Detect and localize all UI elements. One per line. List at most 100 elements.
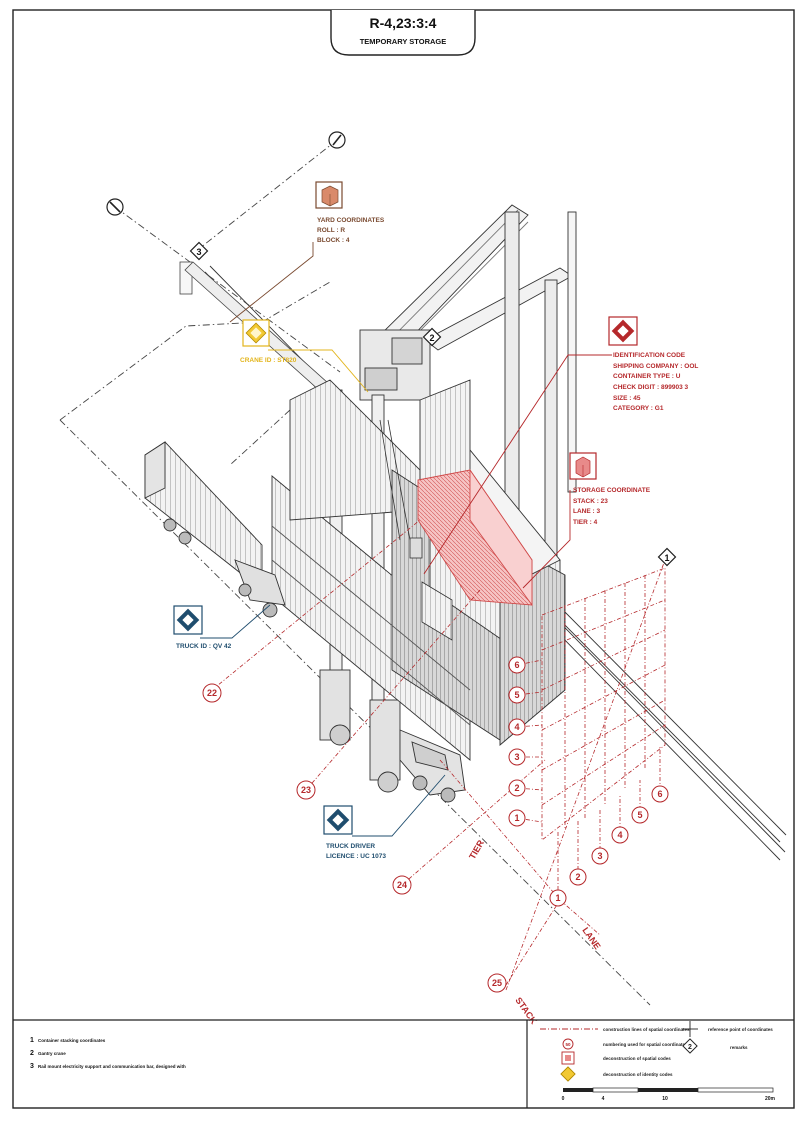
stack-number: 24 [392,875,412,895]
legend-item-number: 2 [30,1050,34,1057]
legend-identity: deconstruction of identity codes [603,1072,673,1077]
svg-text:3: 3 [597,851,602,861]
reference-marker-2: 2 [422,327,442,347]
svg-text:5: 5 [637,810,642,820]
legend-item-text: Container stacking coordinates [38,1038,106,1043]
driver-callout: TRUCK DRIVER LICENCE : UC 1073 [323,805,386,860]
legend-badge-num: 50 [565,1042,571,1047]
yard-title: YARD COORDINATES [317,217,385,224]
tier-number: 5 [508,686,526,704]
reference-marker-3: 3 [189,241,209,261]
svg-text:3: 3 [514,752,519,762]
driver-licence: LICENCE : UC 1073 [326,853,386,860]
title-block: R-4,23:3:4 TEMPORARY STORAGE [330,10,476,56]
tier-number: 6 [508,656,526,674]
svg-text:4: 4 [514,722,519,732]
scale-tick-label: 10 [662,1096,668,1102]
stack-number: 25 [487,973,507,993]
legend-remarks: remarks [730,1045,748,1050]
legend-right: construction lines of spatial coordinate… [540,1021,773,1082]
legend-item-text: Rail mount electricity support and commu… [38,1064,186,1069]
svg-text:1: 1 [514,813,519,823]
svg-text:6: 6 [657,789,662,799]
crane-spreader [379,419,453,641]
scale-tick-label: 4 [602,1096,605,1102]
sheet-code: R-4,23:3:4 [370,15,437,31]
legend-item-number: 1 [30,1037,34,1044]
svg-text:4: 4 [617,830,622,840]
truck-callout: TRUCK ID : QV 42 [173,605,232,650]
lane-number: 2 [569,868,587,886]
yard-construction-lines [59,139,651,1006]
crane-callout: CRANE ID : ST820 [240,319,297,364]
truck-trailer [144,441,286,618]
legend-item-number: 3 [30,1063,34,1070]
svg-text:25: 25 [492,978,502,988]
storage-tier: TIER : 4 [573,519,598,526]
id-check: CHECK DIGIT : 899903 3 [613,384,689,391]
yard-callout: YARD COORDINATES ROLL : R BLOCK : 4 [315,181,385,244]
stack-number: 22 [202,683,222,703]
tier-number: 2 [508,779,526,797]
tier-numbers: 1 2 3 4 5 6 [508,656,526,827]
crane-title: CRANE ID : ST820 [240,357,297,364]
storage-title: STORAGE COORDINATE [573,487,651,494]
scale-tick-label: 0 [562,1096,565,1102]
legend-spatial: deconstruction of spatial codes [603,1056,671,1061]
svg-text:23: 23 [301,785,311,795]
compass-marker-right [328,131,346,149]
svg-text:2: 2 [429,333,434,343]
highlighted-container [417,468,533,607]
truck-title: TRUCK ID : QV 42 [176,643,232,650]
lane-number: 3 [591,847,609,865]
svg-text:24: 24 [397,880,407,890]
svg-text:6: 6 [514,660,519,670]
reference-marker-1: 1 [657,547,677,567]
svg-text:1: 1 [664,553,669,563]
callout-leaders [200,242,612,837]
legend-strip [13,1019,794,1108]
legend-construction: construction lines of spatial coordinate… [603,1027,690,1032]
svg-text:22: 22 [207,688,217,698]
truck-bottom [399,729,466,803]
svg-text:2: 2 [575,872,580,882]
svg-text:5: 5 [514,690,519,700]
storage-callout: STORAGE COORDINATE STACK : 23 LANE : 3 T… [569,452,651,526]
id-type: CONTAINER TYPE : U [613,373,681,380]
id-category: CATEGORY : G1 [613,405,664,412]
legend-numbering: numbering used for spatial coordinates [603,1042,688,1047]
axis-label-tier: TIER [467,838,486,861]
legend-left: 1 Container stacking coordinates 2 Gantry c… [30,1037,186,1070]
scale-bar: 0 4 10 20m [562,1087,776,1102]
lane-number: 1 [549,889,567,907]
tier-number: 1 [508,809,526,827]
id-shipping: SHIPPING COMPANY : OOL [613,363,698,370]
scale-tick-label: 20m [765,1096,776,1102]
lane-number: 6 [651,785,669,803]
storage-stack: STACK : 23 [573,498,608,505]
legend-item-text: Gantry crane [38,1051,66,1056]
sheet-subtitle: TEMPORARY STORAGE [360,37,447,46]
compass-marker-left [106,198,124,216]
tier-number: 4 [508,718,526,736]
spatial-grid [211,519,666,991]
lane-numbers: 1 2 3 4 5 6 [549,785,669,907]
tier-number: 3 [508,748,526,766]
identification-callout: IDENTIFICATION CODE SHIPPING COMPANY : O… [608,316,698,412]
id-size: SIZE : 45 [613,395,641,402]
driver-title: TRUCK DRIVER [326,843,375,850]
axis-label-stack: STACK [513,995,539,1026]
storage-lane: LANE : 3 [573,508,600,515]
lane-number: 5 [631,806,649,824]
id-title: IDENTIFICATION CODE [613,352,686,359]
stack-number: 23 [296,780,316,800]
stack-numbers: 22 23 24 25 [202,683,507,993]
axis-label-lane: LANE [580,925,602,951]
legend-remark-num: 2 [688,1044,692,1051]
lane-number: 4 [611,826,629,844]
legend-reference: reference point of coordinates [708,1027,773,1032]
svg-text:1: 1 [555,893,560,903]
yard-roll: ROLL : R [317,227,345,234]
